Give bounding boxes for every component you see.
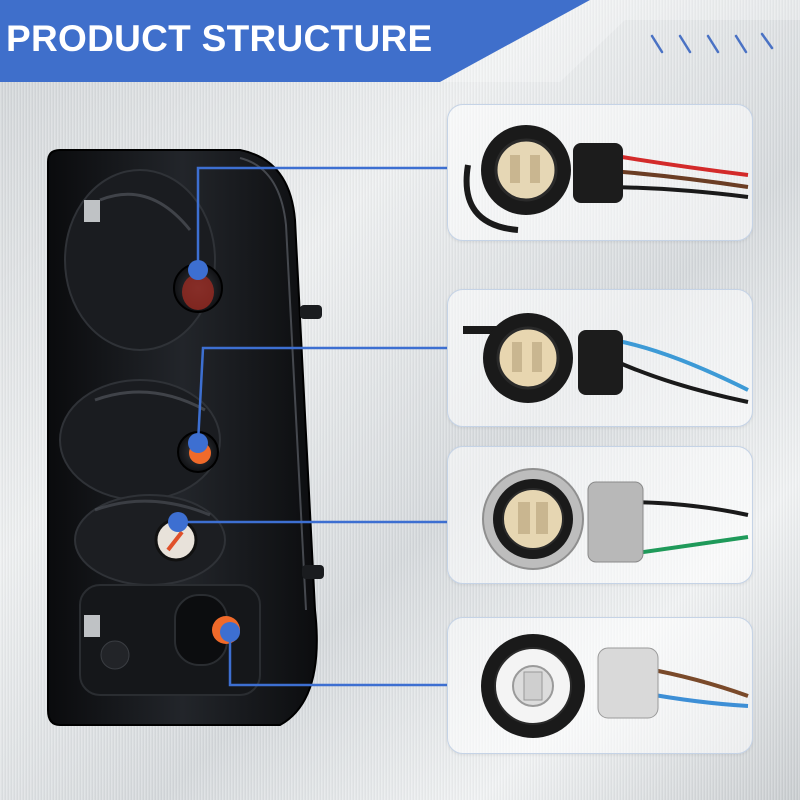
tail-lamp-housing bbox=[47, 149, 324, 726]
page-title: PRODUCT STRUCTURE bbox=[6, 18, 433, 59]
decorative-slashes bbox=[650, 32, 774, 54]
bulb-marker-2 bbox=[188, 433, 208, 453]
header-banner: PRODUCT STRUCTURE bbox=[0, 0, 800, 82]
connector-panel-3 bbox=[447, 446, 753, 584]
bulb-marker-4 bbox=[220, 622, 240, 642]
bulb-marker-3 bbox=[168, 512, 188, 532]
connector-panel-2 bbox=[447, 289, 753, 427]
bulb-marker-1 bbox=[188, 260, 208, 280]
connector-panel-1 bbox=[447, 104, 753, 241]
connector-panel-4 bbox=[447, 617, 753, 754]
